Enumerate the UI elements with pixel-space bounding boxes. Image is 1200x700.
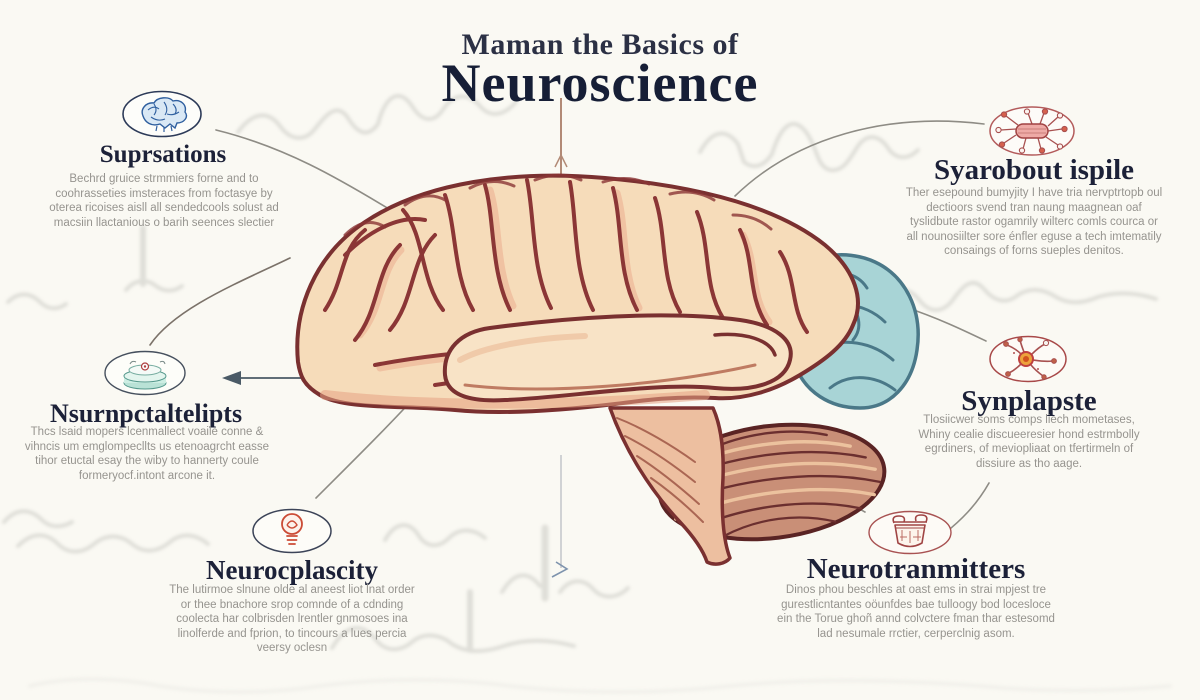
section-icon-circle	[251, 508, 333, 554]
brain-illustration	[295, 173, 920, 566]
section-icon-circle	[121, 90, 203, 138]
section-body: Dinos phou beschles at oast ems in strai…	[777, 584, 1055, 640]
section-heading: Syarobout ispile	[933, 154, 1135, 186]
connector-top-right	[734, 120, 985, 197]
connector-top-left	[215, 129, 395, 213]
title-subline: Maman the Basics of	[461, 28, 739, 61]
section-body: Ther esepound bumyjity I have tria nervp…	[905, 187, 1163, 258]
brainstem	[608, 406, 732, 566]
section-body: The lutirmoe slnune olde al aneest liot …	[169, 584, 415, 655]
section-icon-circle	[103, 350, 187, 396]
section-heading: Synplapste	[961, 385, 1097, 417]
brain-icon	[122, 90, 202, 138]
jar-icon	[868, 510, 952, 555]
section-heading: Neurocplascity	[206, 555, 378, 585]
section-body: Tlosiicwer soms comps liech mometases, W…	[918, 414, 1140, 470]
section-icon-circle	[988, 335, 1068, 383]
eeg-background	[2, 94, 1172, 694]
connector-left-long	[149, 257, 291, 346]
section-body: Bechrd gruice strmmiers forne and to coo…	[49, 173, 279, 229]
section-heading: Neurotranmitters	[806, 553, 1026, 585]
neuron-cell-icon	[989, 106, 1075, 156]
section-icon-circle	[988, 105, 1076, 157]
section-body: Thcs lsaid mopers lcenmallect voaile con…	[24, 426, 270, 482]
temporal-lobe	[442, 313, 793, 403]
lightbulb-icon	[252, 508, 332, 554]
section-icon-circle	[867, 510, 953, 555]
layer-stack-icon	[104, 350, 186, 396]
page-title: Neuroscience	[441, 53, 759, 113]
section-heading: Suprsations	[99, 141, 227, 168]
section-heading: Nsurnpctaltelipts	[49, 399, 243, 428]
synapse-icon	[989, 335, 1067, 383]
